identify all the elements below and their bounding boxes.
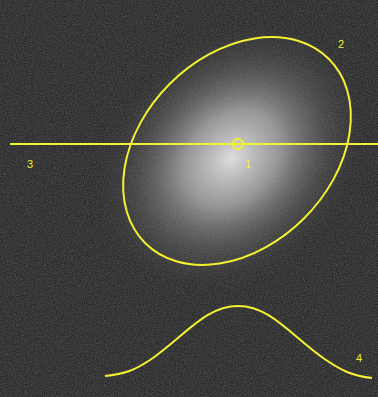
callout-number: 1	[245, 158, 251, 171]
intensity-profile	[105, 306, 372, 378]
callout-number: 2	[338, 38, 344, 51]
bright-blob	[42, 0, 378, 348]
center-marker	[233, 139, 243, 149]
callout-number: 4	[356, 352, 362, 365]
profile-line	[10, 143, 378, 145]
callout-number: 3	[27, 158, 33, 171]
fit-ellipse	[78, 0, 378, 310]
